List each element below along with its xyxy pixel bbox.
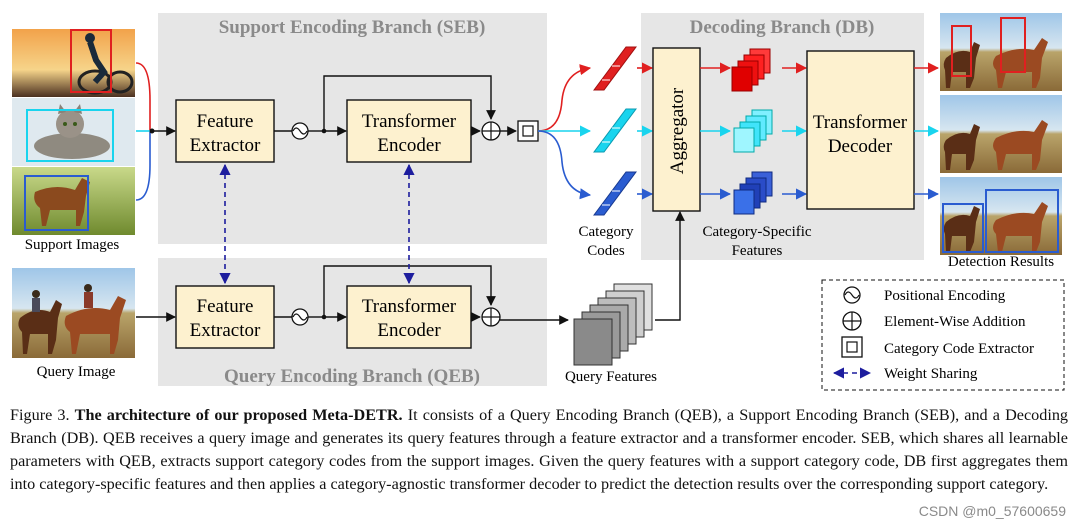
detection-result-cyan [940,95,1062,173]
seb-title: Support Encoding Branch (SEB) [219,17,486,38]
qeb-feature-extractor [175,285,275,349]
query-image [12,268,135,358]
query-image-label: Query Image [37,364,116,380]
svg-text:Transformer: Transformer [813,112,908,133]
svg-text:Positional Encoding: Positional Encoding [884,288,1006,304]
svg-text:Weight Sharing: Weight Sharing [884,366,978,382]
svg-text:Encoder: Encoder [377,320,441,341]
legend: Positional Encoding Element-Wise Additio… [821,279,1065,391]
svg-text:Extractor: Extractor [190,320,261,341]
aggregator-block [652,47,701,212]
db-title: Decoding Branch (DB) [690,17,875,38]
transformer-decoder-block [806,50,915,210]
positional-encoding-icon [843,286,861,304]
category-code-cyan [593,108,637,153]
category-codes-label: Category [579,224,634,240]
detection-result-red [940,13,1062,91]
figure-caption: Figure 3. The architecture of our propos… [10,404,1068,496]
support-images-label: Support Images [25,237,120,253]
qeb-positional-encoding-icon [291,308,309,326]
category-specific-features-label: Category-Specific [702,224,811,240]
category-code-extractor-legend-icon [841,336,863,358]
figure-title: The architecture of our proposed Meta-DE… [74,406,403,424]
caption-text: It consists of a Query Encoding Branch (… [10,406,1069,493]
svg-text:Element-Wise Addition: Element-Wise Addition [884,314,1026,330]
qeb-element-wise-addition-icon [481,307,501,327]
svg-text:Extractor: Extractor [190,135,261,156]
qeb-transformer-encoder [346,285,472,349]
category-code-red [593,46,637,91]
svg-text:Feature: Feature [197,296,254,317]
detection-result-blue [940,177,1062,255]
figure-number: Figure 3. [10,406,70,424]
svg-text:Feature: Feature [197,111,254,132]
category-code-extractor-icon [517,120,539,142]
watermark: CSDN @m0_57600659 [918,503,1066,519]
architecture-diagram: Support Encoding Branch (SEB) Query Enco… [12,13,1065,391]
aggregator-label: Aggregator [667,87,688,174]
element-wise-addition-icon [842,311,862,331]
category-specific-feature-blue [733,171,773,215]
query-features-stack [573,283,653,366]
query-features-label: Query Features [565,369,657,385]
svg-text:Features: Features [732,243,783,259]
support-image-bike [12,29,135,97]
seb-positional-encoding-icon [291,122,309,140]
svg-text:Transformer: Transformer [362,111,457,132]
svg-text:Codes: Codes [587,243,625,259]
category-specific-feature-cyan [733,109,773,153]
qeb-title: Query Encoding Branch (QEB) [224,366,480,387]
svg-text:Decoder: Decoder [828,136,893,157]
support-image-cat [12,98,135,166]
svg-text:Transformer: Transformer [362,296,457,317]
support-image-horse [12,167,135,235]
category-specific-feature-red [731,48,771,92]
detection-results-label: Detection Results [948,254,1054,270]
seb-element-wise-addition-icon [481,121,501,141]
category-code-blue [593,171,637,216]
seb-feature-extractor [175,99,275,163]
svg-text:Category Code Extractor: Category Code Extractor [884,341,1034,357]
svg-text:Encoder: Encoder [377,135,441,156]
